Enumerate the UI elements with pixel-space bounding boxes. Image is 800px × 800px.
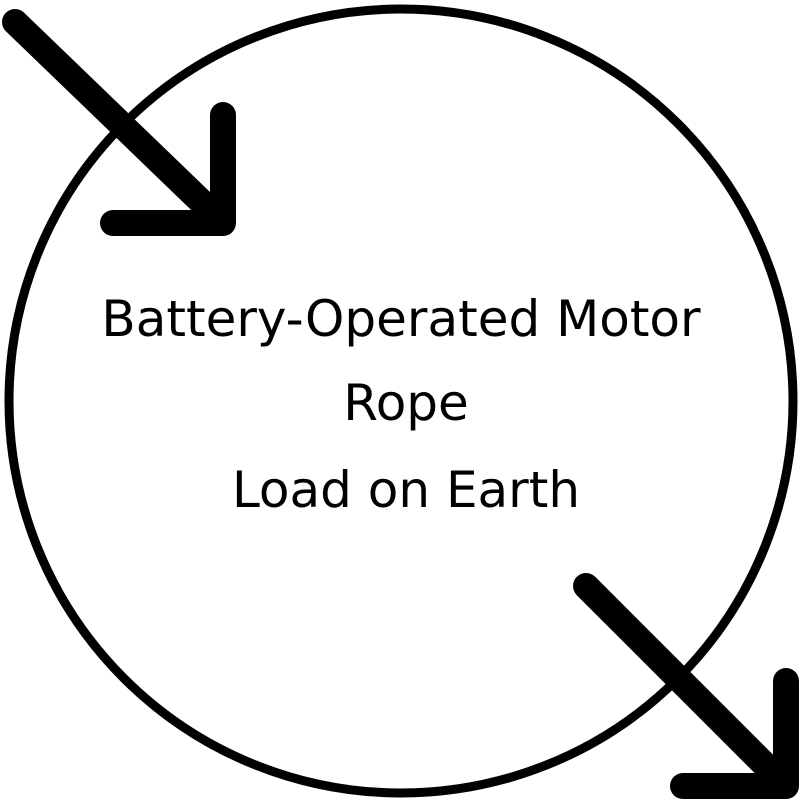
system-boundary-circle [4,4,798,798]
output-arrow [573,573,799,799]
arrow-down-right-icon [2,9,236,236]
input-arrow [2,9,236,236]
system-label-rope: Rope [343,374,469,432]
system-label-motor: Battery-Operated Motor [101,290,701,348]
system-label-load: Load on Earth [232,461,580,519]
arrow-down-right-icon [573,573,799,799]
